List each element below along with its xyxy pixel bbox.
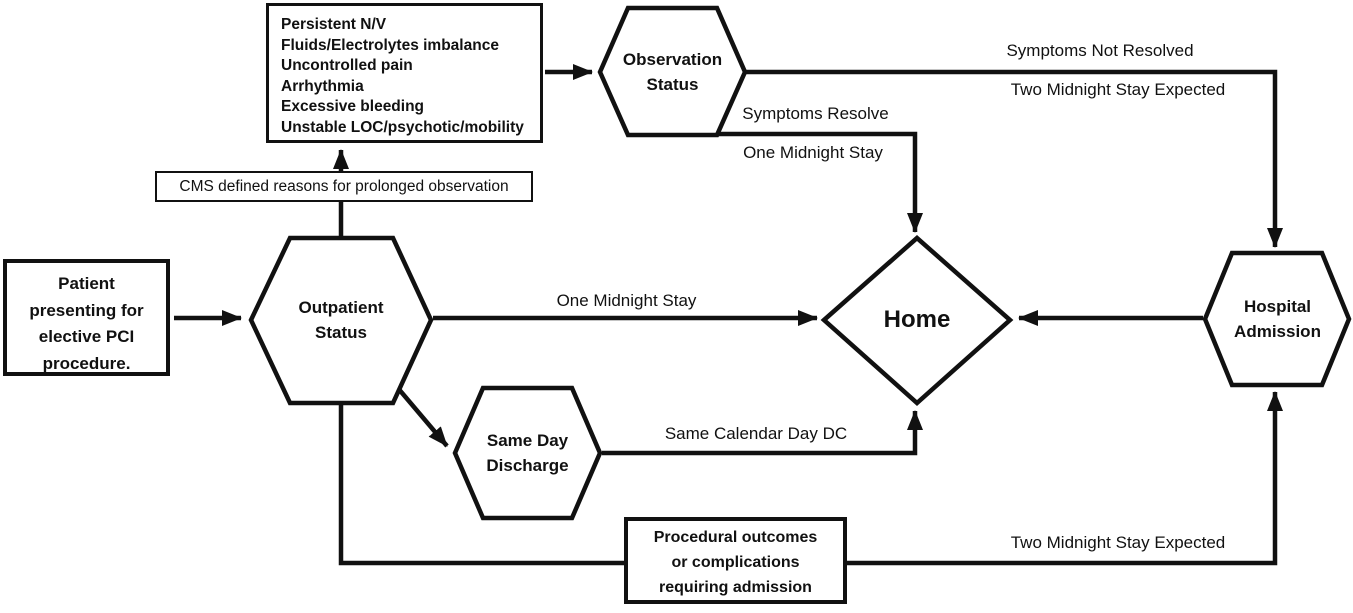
- edge-label-one-midnight-outpatient: One Midnight Stay: [556, 291, 697, 310]
- patient-presenting-box: Patient presenting for elective PCI proc…: [3, 259, 170, 376]
- observation-status-hexagon: [597, 5, 748, 138]
- patient-line: Patient: [58, 274, 115, 293]
- criteria-line: Uncontrolled pain: [281, 57, 413, 74]
- same-day-discharge-hexagon: [452, 385, 603, 521]
- label-line: Outpatient: [298, 298, 384, 317]
- home-label: Home: [883, 306, 951, 333]
- edge-label-same-calendar-day: Same Calendar Day DC: [664, 424, 848, 443]
- edge-label-symptoms-resolve: Symptoms Resolve: [742, 104, 889, 123]
- label-line: Same Day: [486, 431, 569, 450]
- edge-outpatient-to-same-day: [395, 385, 449, 448]
- procedural-line: Procedural outcomes: [653, 529, 818, 546]
- label-line: Hospital: [1243, 297, 1312, 316]
- observation-criteria-box: Persistent N/V Fluids/Electrolytes imbal…: [266, 3, 543, 143]
- label-line: Discharge: [486, 456, 569, 475]
- procedural-line: or complications: [671, 554, 800, 571]
- edge-label-one-midnight-obs: One Midnight Stay: [743, 143, 883, 162]
- home-diamond: [820, 235, 1014, 407]
- edge-label-symptoms-not-resolved: Symptoms Not Resolved: [1006, 41, 1194, 60]
- edge-label-two-midnight-top: Two Midnight Stay Expected: [1010, 80, 1226, 99]
- criteria-line: Arrhythmia: [281, 77, 364, 95]
- label-line: Admission: [1234, 322, 1321, 341]
- criteria-line: Persistent N/V: [281, 16, 387, 33]
- criteria-line: Excessive bleeding: [281, 98, 425, 115]
- edge-same-day-to-home: [602, 410, 923, 456]
- procedural-line: requiring admission: [659, 579, 812, 596]
- hospital-admission-hexagon: [1202, 250, 1352, 388]
- procedural-outcomes-box: Procedural outcomes or complications req…: [624, 517, 847, 604]
- same-day-discharge-label: Same Day Discharge: [455, 428, 600, 478]
- edge-observation-to-home: [660, 131, 923, 233]
- label-line: Status: [646, 75, 699, 94]
- patient-line: presenting for: [29, 300, 144, 320]
- outpatient-status-hexagon: [248, 235, 434, 406]
- observation-status-label: Observation Status: [600, 47, 745, 97]
- patient-line: procedure.: [42, 353, 131, 373]
- label-line: Observation: [622, 50, 723, 69]
- criteria-line: Unstable LOC/psychotic/mobility: [281, 118, 524, 136]
- criteria-line: Fluids/Electrolytes imbalance: [281, 36, 499, 54]
- label-line: Status: [315, 323, 367, 342]
- patient-line: elective PCI: [38, 327, 135, 346]
- edge-observation-to-hospital-admission: [744, 69, 1283, 248]
- outpatient-status-label: Outpatient Status: [251, 295, 431, 345]
- edge-label-two-midnight-bottom: Two Midnight Stay Expected: [1010, 533, 1226, 552]
- hospital-admission-label: Hospital Admission: [1205, 294, 1350, 344]
- cms-reasons-box: CMS defined reasons for prolonged observ…: [155, 171, 533, 202]
